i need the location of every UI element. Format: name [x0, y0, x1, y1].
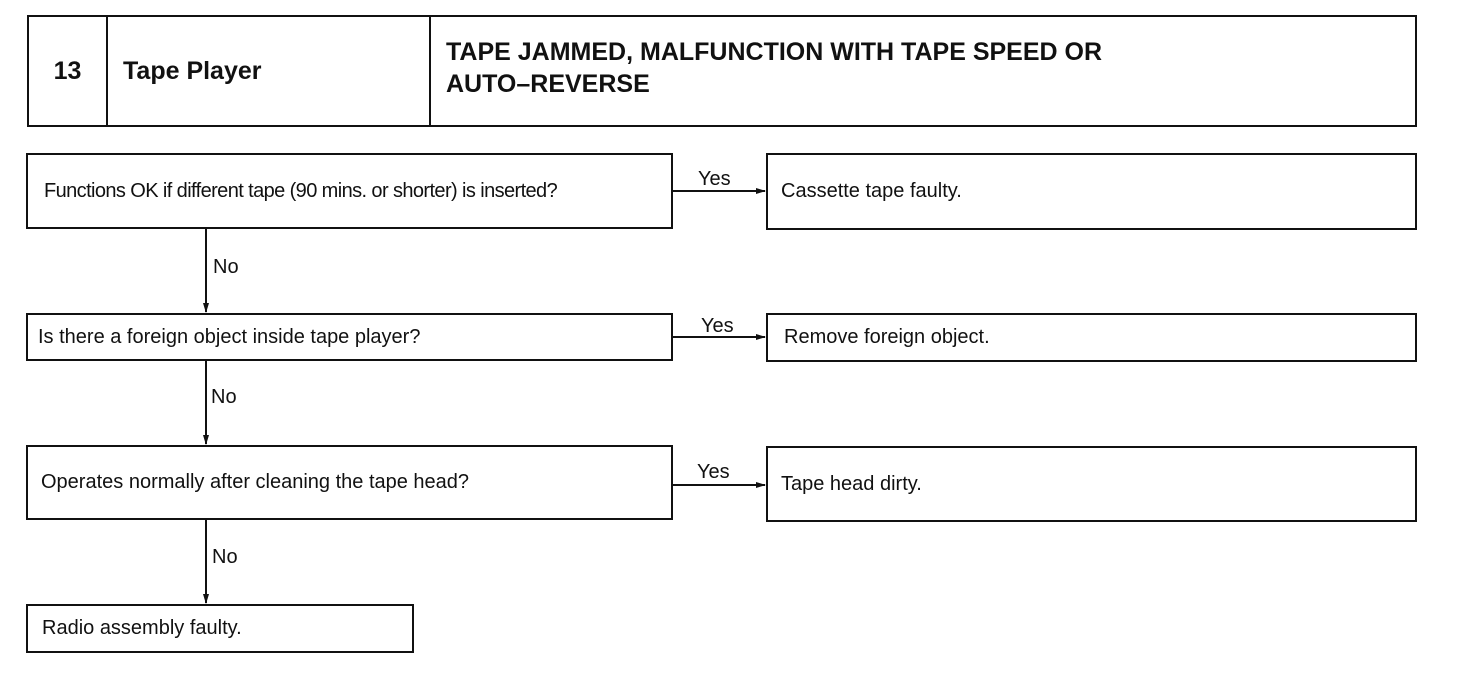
yes-label-1: Yes [698, 168, 731, 190]
result-1-text: Cassette tape faulty. [781, 180, 962, 202]
question-2-box: Is there a foreign object inside tape pl… [26, 313, 673, 361]
no-label-1: No [213, 256, 239, 278]
question-2-text: Is there a foreign object inside tape pl… [38, 325, 421, 348]
yes-label-2: Yes [701, 315, 734, 337]
question-3-box: Operates normally after cleaning the tap… [26, 445, 673, 520]
question-3-text: Operates normally after cleaning the tap… [41, 471, 470, 493]
final-result-text: Radio assembly faulty. [42, 617, 242, 639]
result-3-text: Tape head dirty. [781, 472, 922, 495]
result-2-text: Remove foreign object. [784, 326, 990, 348]
question-1-box: Functions OK if different tape (90 mins.… [26, 153, 673, 229]
question-1-text: Functions OK if different tape (90 mins.… [44, 179, 558, 202]
no-label-3: No [212, 546, 238, 568]
result-3-box: Tape head dirty. [766, 446, 1417, 522]
system-name: Tape Player [108, 17, 431, 125]
result-1-box: Cassette tape faulty. [766, 153, 1417, 230]
symptom-title: TAPE JAMMED, MALFUNCTION WITH TAPE SPEED… [446, 38, 1103, 98]
yes-label-3: Yes [697, 461, 730, 483]
result-2-box: Remove foreign object. [766, 313, 1417, 362]
chart-number: 13 [29, 17, 108, 125]
final-result-box: Radio assembly faulty. [26, 604, 414, 653]
no-label-2: No [211, 386, 237, 408]
header-table: 13 Tape Player TAPE JAMMED, MALFUNCTION … [27, 15, 1417, 127]
